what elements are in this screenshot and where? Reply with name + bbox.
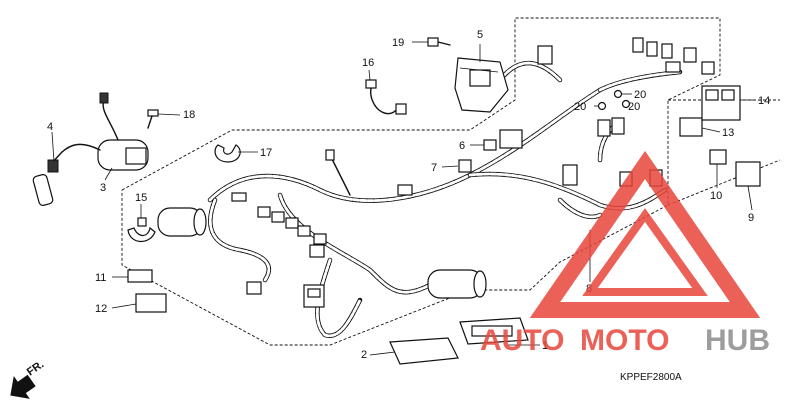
callout-20a: 20	[634, 89, 646, 101]
fuse-slot	[705, 89, 719, 101]
cover-12	[135, 293, 167, 313]
callout-12: 12	[95, 303, 107, 315]
harness-connectors	[231, 37, 715, 308]
callout-14: 14	[758, 95, 770, 107]
callout-17: 17	[260, 147, 272, 159]
regulator-5	[427, 37, 509, 113]
callout-13: 13	[722, 127, 734, 139]
callout-11: 11	[95, 272, 106, 284]
callouts: 1 2 3 4 5 6 7 8 9 10 11 12 13 14 15 16 1…	[47, 29, 770, 361]
callout-20c: 20	[628, 101, 640, 113]
watermark-logo: AUTO MOTO HUB	[480, 150, 770, 357]
watermark-brand-mid: MOTO	[580, 324, 669, 357]
main-harness	[207, 60, 683, 338]
callout-2: 2	[361, 349, 367, 361]
relay-13	[679, 117, 703, 137]
box-2	[389, 337, 459, 365]
connector-10	[709, 149, 727, 165]
cap-7	[458, 159, 472, 173]
callout-15: 15	[135, 192, 147, 204]
band-15-head	[137, 217, 147, 227]
callout-7: 7	[431, 162, 437, 174]
diagram-code: KPPEF2800A	[620, 372, 682, 383]
bolt-18	[147, 109, 159, 129]
callout-20b: 20	[574, 101, 586, 113]
callout-5: 5	[477, 29, 483, 41]
watermark-triangle	[529, 150, 761, 318]
clamp-17	[214, 144, 241, 163]
nut-20-c	[621, 99, 631, 109]
callout-4: 4	[47, 121, 53, 133]
inline-filter-2	[427, 269, 487, 299]
callout-10: 10	[710, 190, 722, 202]
relay-9	[735, 161, 761, 187]
cover-11	[127, 269, 153, 283]
nut-20-a	[613, 89, 623, 99]
callout-9: 9	[748, 212, 754, 224]
ground-wire-16	[365, 79, 407, 115]
callout-16: 16	[362, 57, 374, 69]
callout-1: 1	[542, 340, 548, 352]
watermark-brand-left: AUTO	[480, 324, 564, 357]
grommet-6	[483, 139, 497, 151]
inline-filter	[157, 207, 207, 237]
front-direction-arrow: FR.	[10, 358, 46, 399]
bracket-1-slot	[471, 325, 513, 337]
callout-6: 6	[459, 140, 465, 152]
callout-18: 18	[183, 109, 195, 121]
watermark-brand-right: HUB	[705, 324, 770, 357]
callout-3: 3	[100, 182, 106, 194]
fuse-slot	[721, 89, 735, 101]
ignition-coil	[32, 92, 149, 207]
band-15	[127, 226, 156, 243]
callout-19: 19	[392, 37, 404, 49]
nut-20-b	[597, 101, 607, 111]
